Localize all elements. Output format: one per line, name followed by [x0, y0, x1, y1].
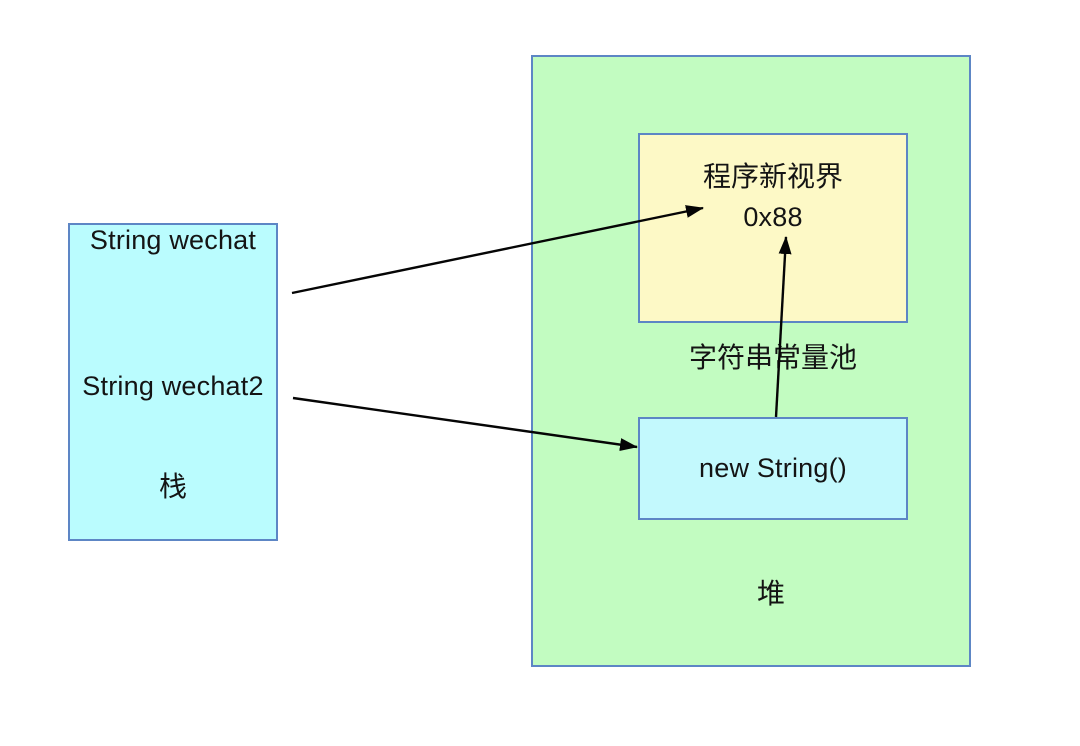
pool-item-address: 0x88 [743, 202, 803, 232]
stack-var-wechat: String wechat [89, 225, 257, 255]
pool-item-box: 程序新视界 0x88 [638, 133, 908, 323]
new-string-box: new String() [638, 417, 908, 520]
stack-label: 栈 [158, 471, 187, 502]
pool-item-text: 程序新视界 [702, 161, 843, 192]
new-string-label: new String() [699, 453, 847, 483]
stack-box: String wechat String wechat2 栈 [68, 223, 278, 541]
pool-label: 字符串常量池 [688, 342, 857, 373]
heap-label: 堆 [756, 578, 785, 609]
stack-var-wechat2: String wechat2 [82, 371, 264, 401]
